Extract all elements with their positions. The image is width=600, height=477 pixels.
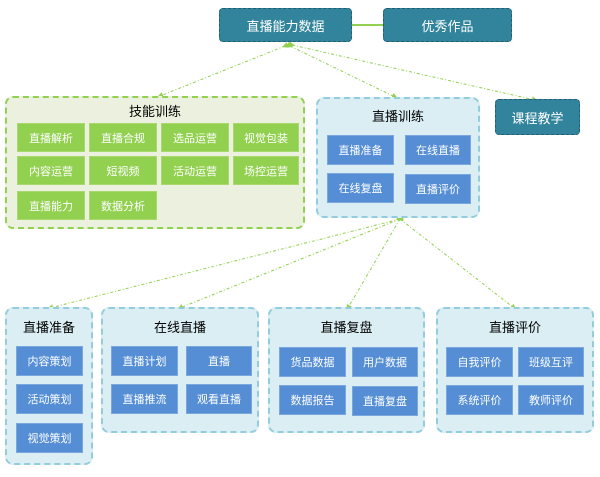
training-item[interactable]: 在线复盘	[327, 173, 394, 203]
skill-item[interactable]: 活动运营	[161, 156, 229, 185]
prep-item[interactable]: 活动策划	[16, 384, 83, 414]
review-item[interactable]: 用户数据	[352, 347, 418, 377]
live-prep-group: 直播准备 内容策划 活动策划 视觉策划	[5, 307, 93, 465]
skill-item[interactable]: 选品运营	[161, 123, 229, 152]
skill-item[interactable]: 短视频	[89, 156, 157, 185]
online-item[interactable]: 直播推流	[111, 384, 178, 414]
review-item[interactable]: 数据报告	[279, 385, 346, 415]
training-item[interactable]: 在线直播	[405, 135, 471, 165]
arrow-training-review	[346, 214, 405, 311]
arrow-data-course	[288, 41, 538, 103]
review-item[interactable]: 直播复盘	[352, 386, 418, 416]
skill-item[interactable]: 视觉包装	[233, 123, 299, 152]
arrow-training-online	[177, 215, 404, 310]
online-item[interactable]: 直播	[186, 346, 252, 376]
training-item[interactable]: 直播准备	[327, 135, 394, 165]
live-review-group: 直播复盘 货品数据 用户数据 数据报告 直播复盘	[268, 307, 425, 433]
skill-item[interactable]: 数据分析	[89, 191, 157, 220]
online-item[interactable]: 直播计划	[111, 346, 178, 376]
live-ability-data-box[interactable]: 直播能力数据	[219, 8, 352, 42]
skills-training-title: 技能训练	[128, 105, 181, 120]
live-ability-data-label: 直播能力数据	[246, 19, 325, 35]
live-prep-title: 直播准备	[22, 321, 75, 336]
live-training-group: 直播训练 直播准备 在线直播 在线复盘 直播评价	[316, 97, 480, 218]
eval-item[interactable]: 教师评价	[518, 385, 584, 415]
training-item[interactable]: 直播评价	[405, 174, 471, 204]
skill-item[interactable]: 直播解析	[17, 123, 85, 152]
prep-item[interactable]: 视觉策划	[16, 423, 83, 453]
online-item[interactable]: 观看直播	[186, 384, 252, 414]
arrow-training-eval	[395, 214, 517, 310]
eval-item[interactable]: 班级互评	[518, 347, 584, 377]
course-teaching-label: 课程教学	[511, 111, 564, 127]
arrow-data-training	[285, 41, 398, 99]
excellent-works-label: 优秀作品	[421, 19, 474, 35]
skills-training-group: 技能训练 直播解析 直播合规 选品运营 视觉包装 内容运营 短视频 活动运营 场…	[5, 96, 305, 229]
live-eval-group: 直播评价 自我评价 班级互评 系统评价 教师评价	[436, 307, 594, 433]
prep-item[interactable]: 内容策划	[16, 346, 83, 376]
live-training-title: 直播训练	[371, 110, 424, 125]
arrow-training-prep	[47, 215, 404, 311]
online-live-group: 在线直播 直播计划 直播 直播推流 观看直播	[101, 307, 259, 433]
arrow-data-skills	[157, 42, 289, 98]
skill-item[interactable]: 直播能力	[17, 191, 85, 220]
eval-item[interactable]: 系统评价	[446, 385, 513, 415]
excellent-works-box[interactable]: 优秀作品	[383, 8, 512, 42]
skill-item[interactable]: 直播合规	[89, 123, 157, 152]
eval-item[interactable]: 自我评价	[446, 347, 513, 377]
live-review-title: 直播复盘	[320, 321, 373, 336]
course-teaching-box[interactable]: 课程教学	[495, 99, 580, 135]
live-eval-title: 直播评价	[488, 321, 541, 336]
online-live-title: 在线直播	[153, 321, 206, 336]
skill-item[interactable]: 场控运营	[233, 156, 299, 185]
review-item[interactable]: 货品数据	[279, 347, 346, 377]
skill-item[interactable]: 内容运营	[17, 156, 85, 185]
